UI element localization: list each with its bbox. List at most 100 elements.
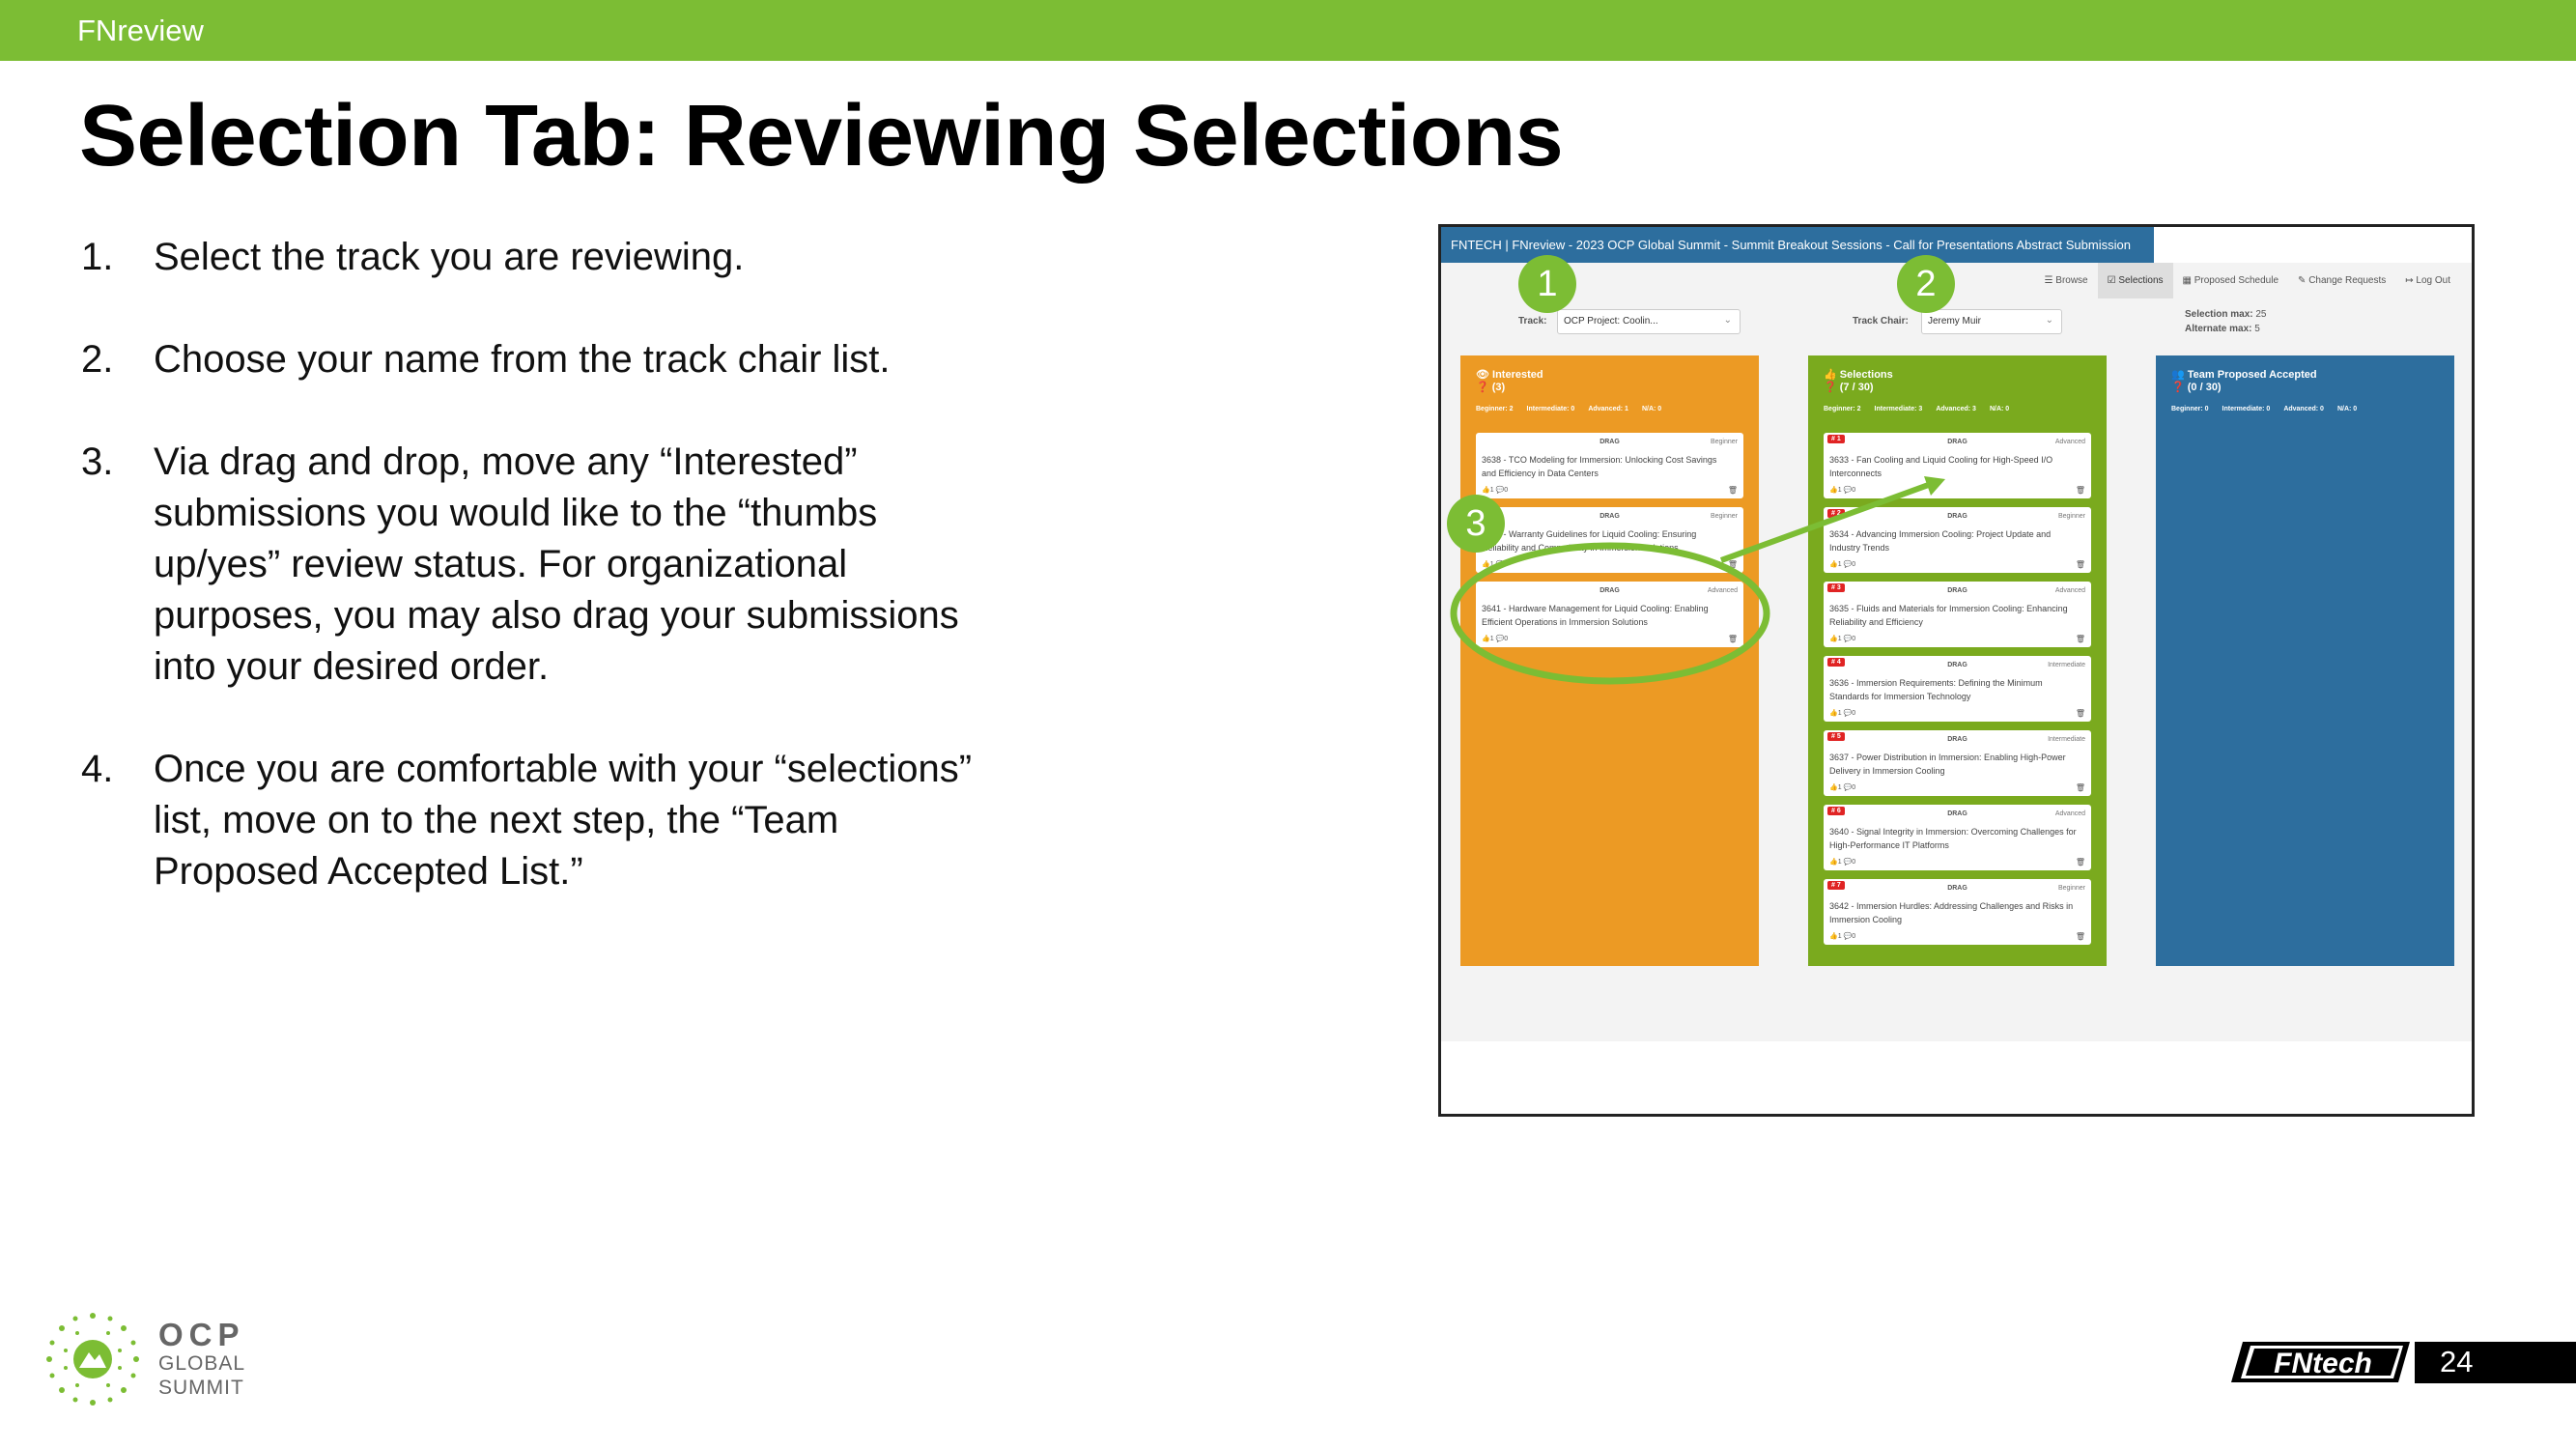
alternate-max-value: 5 [2254, 324, 2260, 334]
step-badge-1: 1 [1518, 255, 1576, 313]
team-proposed-column[interactable]: 👥 Team Proposed Accepted ❓ (0 / 30) Begi… [2156, 355, 2454, 966]
drag-handle[interactable]: DRAG [1599, 439, 1620, 445]
trash-icon[interactable]: 🗑 [1727, 486, 1738, 495]
step-badge-3: 3 [1447, 495, 1505, 553]
top-bar: FNreview [0, 0, 2576, 61]
drag-handle[interactable]: DRAG [1947, 439, 1967, 445]
step-text: Choose your name from the track chair li… [154, 338, 891, 381]
page-number: 24 [2440, 1345, 2474, 1378]
level-count: Advanced: 0 [2283, 406, 2324, 412]
track-chair-select-value: Jeremy Muir [1928, 316, 1982, 327]
selection-card[interactable]: # 5 DRAG Intermediate 3637 - Power Distr… [1824, 730, 2091, 796]
selection-card[interactable]: # 7 DRAG Beginner 3642 - Immersion Hurdl… [1824, 879, 2091, 945]
selection-max-label: Selection max: [2185, 309, 2253, 320]
rank-badge: # 5 [1827, 732, 1845, 741]
drag-handle[interactable]: DRAG [1947, 810, 1967, 817]
drag-handle[interactable]: DRAG [1947, 662, 1967, 668]
level-count: Advanced: 1 [1588, 406, 1628, 412]
track-select[interactable]: OCP Project: Coolin... ⌄ [1557, 309, 1741, 334]
step-number: 3. [81, 440, 114, 483]
steps-list: 1. Select the track you are reviewing. 2… [81, 232, 989, 949]
ocp-global-text: GLOBAL [158, 1352, 246, 1375]
trash-icon[interactable]: 🗑 [2075, 635, 2085, 643]
nav-selections[interactable]: ☑ Selections [2097, 263, 2173, 298]
step-text: Via drag and drop, move any “Interested”… [154, 440, 959, 688]
level-tag: Beginner [1710, 439, 1738, 445]
card-votes: 👍1 💬0 [1829, 636, 1856, 642]
trash-icon[interactable]: 🗑 [2075, 560, 2085, 569]
step-text: Once you are comfortable with your “sele… [154, 748, 973, 893]
track-chair-select[interactable]: Jeremy Muir ⌄ [1921, 309, 2062, 334]
step-3: 3. Via drag and drop, move any “Interest… [81, 437, 989, 693]
card-title: 3633 - Fan Cooling and Liquid Cooling fo… [1829, 455, 2053, 478]
level-count: Advanced: 3 [1936, 406, 1976, 412]
selections-levels: Beginner: 2 Intermediate: 3 Advanced: 3 … [1808, 394, 2107, 412]
card-title: 3635 - Fluids and Materials for Immersio… [1829, 604, 2068, 627]
step-number: 2. [81, 338, 114, 381]
submission-card[interactable]: DRAG Beginner 3638 - TCO Modeling for Im… [1476, 433, 1743, 498]
chevron-down-icon: ⌄ [2045, 315, 2053, 326]
selection-card[interactable]: # 2 DRAG Beginner 3634 - Advancing Immer… [1824, 507, 2091, 573]
trash-icon[interactable]: 🗑 [1727, 560, 1738, 569]
level-tag: Intermediate [2048, 662, 2085, 668]
drag-handle[interactable]: DRAG [1947, 587, 1967, 594]
team-header: 👥 Team Proposed Accepted ❓ (0 / 30) [2156, 355, 2454, 394]
level-count: N/A: 0 [2336, 406, 2358, 412]
arrow-head-icon [1924, 476, 1945, 496]
level-tag: Beginner [1710, 513, 1738, 520]
page-number-bar [2415, 1342, 2576, 1383]
drag-handle[interactable]: DRAG [1599, 587, 1620, 594]
card-title: 3634 - Advancing Immersion Cooling: Proj… [1829, 529, 2052, 553]
drag-handle[interactable]: DRAG [1947, 513, 1967, 520]
rank-badge: # 7 [1827, 881, 1845, 890]
chevron-down-icon: ⌄ [1723, 315, 1732, 326]
ocp-sunburst-logo [46, 1313, 139, 1406]
level-count: N/A: 0 [1989, 406, 2010, 412]
nav-proposed-schedule[interactable]: ▦ Proposed Schedule [2182, 275, 2279, 286]
level-count: Beginner: 2 [1476, 406, 1514, 412]
trash-icon[interactable]: 🗑 [2075, 858, 2085, 867]
drag-handle[interactable]: DRAG [1599, 513, 1620, 520]
trash-icon[interactable]: 🗑 [1727, 635, 1738, 643]
step-number: 1. [81, 236, 114, 278]
rank-badge: # 2 [1827, 509, 1845, 518]
annotation-overlay [1450, 476, 1945, 685]
nav-change-requests[interactable]: ✎ Change Requests [2298, 275, 2387, 286]
app-header-title: FNTECH | FNreview - 2023 OCP Global Summ… [1441, 227, 2154, 263]
trash-icon[interactable]: 🗑 [2075, 709, 2085, 718]
card-title: 3636 - Immersion Requirements: Defining … [1829, 678, 2043, 701]
nav-browse[interactable]: ☰ Browse [2044, 275, 2088, 286]
interested-column[interactable]: 👁 Interested ❓ (3) Beginner: 2 Intermedi… [1460, 355, 1759, 966]
level-count: Intermediate: 0 [1526, 406, 1575, 412]
submission-card[interactable]: DRAG Advanced 3641 - Hardware Management… [1476, 582, 1743, 647]
card-votes: 👍1 💬0 [1829, 487, 1856, 494]
level-tag: Advanced [2054, 587, 2085, 594]
step-2: 2. Choose your name from the track chair… [81, 334, 989, 385]
brand-label: FNreview [77, 14, 204, 47]
selections-column[interactable]: 👍 Selections ❓ (7 / 30) Beginner: 2 Inte… [1808, 355, 2107, 966]
ocp-wordmark: OCP [158, 1317, 245, 1352]
selection-card[interactable]: # 3 DRAG Advanced 3635 - Fluids and Mate… [1824, 582, 2091, 647]
trash-icon[interactable]: 🗑 [2075, 932, 2085, 941]
interested-count: ❓ (3) [1476, 382, 1506, 393]
level-tag: Advanced [1707, 587, 1738, 594]
selection-card[interactable]: # 6 DRAG Advanced 3640 - Signal Integrit… [1824, 805, 2091, 870]
card-votes: 👍1 💬0 [1482, 636, 1509, 642]
level-count: N/A: 0 [1641, 406, 1662, 412]
drag-handle[interactable]: DRAG [1947, 885, 1967, 892]
step-1: 1. Select the track you are reviewing. [81, 232, 989, 283]
drag-handle[interactable]: DRAG [1947, 736, 1967, 743]
level-count: Beginner: 0 [2171, 406, 2209, 412]
nav-log-out[interactable]: ↦ Log Out [2405, 275, 2450, 286]
selection-card[interactable]: # 1 DRAG Advanced 3633 - Fan Cooling and… [1824, 433, 2091, 498]
trash-icon[interactable]: 🗑 [2075, 486, 2085, 495]
track-label: Track: [1518, 316, 1547, 327]
card-title: 3640 - Signal Integrity in Immersion: Ov… [1829, 827, 2077, 850]
card-title: 3638 - TCO Modeling for Immersion: Unloc… [1482, 455, 1717, 478]
trash-icon[interactable]: 🗑 [2075, 783, 2085, 792]
card-votes: 👍1 💬0 [1829, 859, 1856, 866]
level-count: Intermediate: 3 [1874, 406, 1923, 412]
interested-levels: Beginner: 2 Intermediate: 0 Advanced: 1 … [1460, 394, 1759, 412]
fntech-logo: FNtech [2231, 1342, 2410, 1382]
selection-card[interactable]: # 4 DRAG Intermediate 3636 - Immersion R… [1824, 656, 2091, 722]
